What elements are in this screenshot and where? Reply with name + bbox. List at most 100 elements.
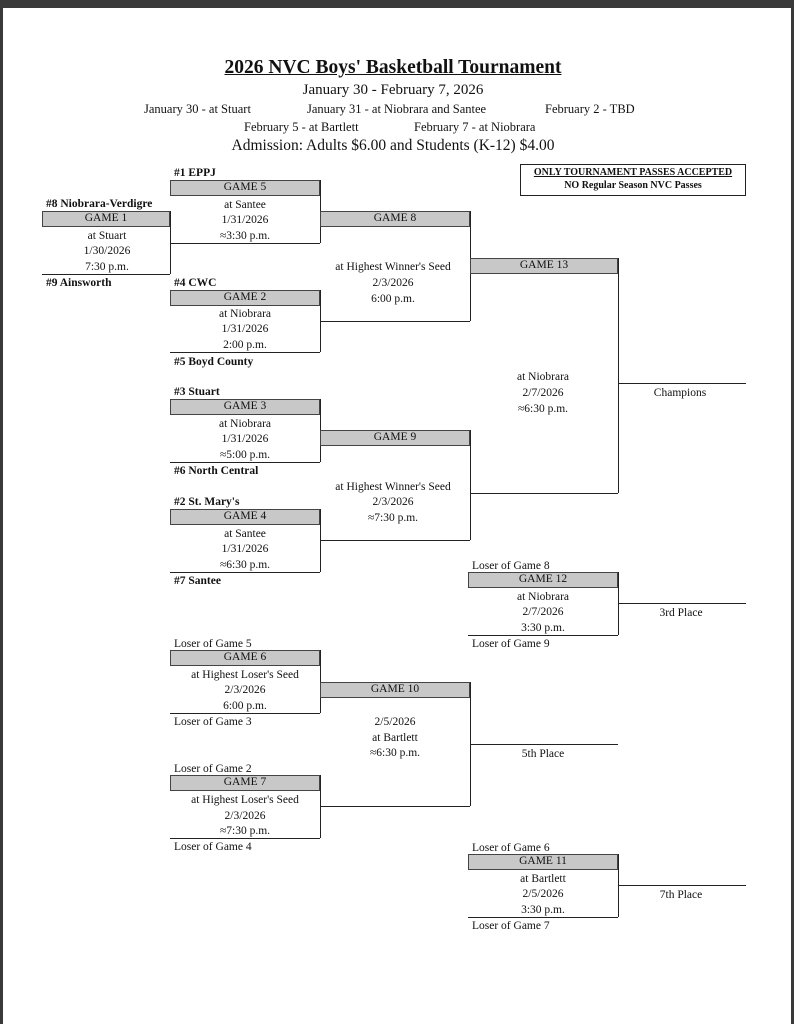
game-7-top-slot: Loser of Game 2 — [174, 763, 252, 775]
game-3-bottom-line — [170, 462, 320, 463]
game-9-date: 2/3/2026 — [372, 496, 414, 508]
game-7-header: GAME 7 — [170, 775, 320, 791]
game-9-site: at Highest Winner's Seed — [335, 481, 451, 493]
game-1-bracket-line — [170, 211, 171, 274]
team-boyd-county: #5 Boyd County — [174, 356, 254, 368]
game-11-bottom-slot: Loser of Game 7 — [472, 920, 550, 932]
team-st-marys: #2 St. Mary's — [174, 496, 240, 508]
game-13-date: 2/7/2026 — [522, 387, 564, 399]
bracket-page: 2026 NVC Boys' Basketball Tournament Jan… — [3, 8, 791, 1024]
game-2-bottom-line — [170, 352, 320, 353]
game-9-header: GAME 9 — [320, 430, 470, 446]
game-4-bottom-line — [170, 572, 320, 573]
game-9-bracket-line — [470, 430, 471, 540]
schedule-feb2: February 2 - TBD — [545, 102, 635, 116]
game-12-time: 3:30 p.m. — [521, 622, 565, 634]
game-10-time: ≈6:30 p.m. — [369, 747, 421, 759]
game-1-time: 7:30 p.m. — [85, 261, 129, 273]
game-7-time: ≈7:30 p.m. — [219, 825, 271, 837]
third-place-label: 3rd Place — [659, 607, 703, 619]
game-6-bottom-line — [170, 713, 320, 714]
game-6-date: 2/3/2026 — [224, 684, 266, 696]
team-niobrara-verdigre: #8 Niobrara-Verdigre — [46, 198, 153, 210]
game-5-date: 1/31/2026 — [221, 214, 269, 226]
pass-notice-line2: NO Regular Season NVC Passes — [564, 180, 702, 191]
game-10-header: GAME 10 — [320, 682, 470, 698]
team-cwc: #4 CWC — [174, 277, 217, 289]
game-10-bottom-line — [320, 806, 470, 807]
game-10-site: at Bartlett — [372, 732, 418, 744]
game-5-time: ≈3:30 p.m. — [219, 230, 271, 242]
seventh-place-label: 7th Place — [659, 889, 703, 901]
game-6-bottom-slot: Loser of Game 3 — [174, 716, 252, 728]
team-stuart: #3 Stuart — [174, 386, 220, 398]
team-ainsworth: #9 Ainsworth — [46, 277, 112, 289]
game-6-time: 6:00 p.m. — [223, 700, 267, 712]
game-12-bottom-slot: Loser of Game 9 — [472, 638, 550, 650]
game-4-time: ≈6:30 p.m. — [219, 559, 271, 571]
game-8-bottom-line — [320, 321, 470, 322]
game-6-header: GAME 6 — [170, 650, 320, 666]
game-6-bracket-line — [320, 650, 321, 713]
tournament-dates: January 30 - February 7, 2026 — [302, 82, 484, 98]
champions-line — [618, 383, 746, 384]
game-1-bottom-line — [42, 274, 170, 275]
third-place-line — [618, 603, 746, 604]
game-2-site: at Niobrara — [218, 308, 272, 320]
game-13-bracket-line — [618, 258, 619, 493]
pass-notice-line1: ONLY TOURNAMENT PASSES ACCEPTED — [533, 167, 733, 178]
team-santee: #7 Santee — [174, 575, 221, 587]
game-11-bottom-line — [468, 917, 618, 918]
game-5-bottom-line — [170, 243, 320, 244]
game-5-header: GAME 5 — [170, 180, 320, 196]
game-3-date: 1/31/2026 — [221, 433, 269, 445]
champions-label: Champions — [653, 387, 707, 399]
game-7-site: at Highest Loser's Seed — [191, 794, 299, 806]
game-12-bottom-line — [468, 635, 618, 636]
game-13-time: ≈6:30 p.m. — [517, 403, 569, 415]
game-13-header: GAME 13 — [470, 258, 618, 274]
game-11-site: at Bartlett — [520, 873, 566, 885]
game-13-site: at Niobrara — [516, 371, 570, 383]
game-11-date: 2/5/2026 — [522, 888, 564, 900]
seventh-place-line — [618, 885, 746, 886]
game-2-date: 1/31/2026 — [221, 323, 269, 335]
game-3-site: at Niobrara — [218, 418, 272, 430]
schedule-jan31: January 31 - at Niobrara and Santee — [307, 102, 487, 116]
game-4-header: GAME 4 — [170, 509, 320, 525]
admission-prices: Admission: Adults $6.00 and Students (K-… — [231, 137, 555, 154]
game-11-top-slot: Loser of Game 6 — [472, 842, 550, 854]
game-8-time: 6:00 p.m. — [371, 293, 415, 305]
team-eppj: #1 EPPJ — [174, 167, 216, 179]
game-2-time: 2:00 p.m. — [223, 339, 267, 351]
game-10-date: 2/5/2026 — [374, 716, 416, 728]
game-1-site: at Stuart — [87, 230, 127, 242]
game-4-site: at Santee — [224, 528, 266, 540]
game-8-date: 2/3/2026 — [372, 277, 414, 289]
game-1-date: 1/30/2026 — [83, 245, 131, 257]
game-9-bottom-line — [320, 540, 470, 541]
game-7-date: 2/3/2026 — [224, 810, 266, 822]
schedule-feb5: February 5 - at Bartlett — [244, 120, 359, 134]
game-12-date: 2/7/2026 — [522, 606, 564, 618]
game-7-bottom-line — [170, 838, 320, 839]
game-12-site: at Niobrara — [516, 591, 570, 603]
game-12-header: GAME 12 — [468, 572, 618, 588]
fifth-place-label: 5th Place — [521, 748, 565, 760]
game-4-date: 1/31/2026 — [221, 543, 269, 555]
game-13-bottom-line — [470, 493, 618, 494]
pass-notice: ONLY TOURNAMENT PASSES ACCEPTED NO Regul… — [520, 164, 746, 196]
schedule-jan30: January 30 - at Stuart — [144, 102, 251, 116]
fifth-place-line — [470, 744, 618, 745]
game-8-header: GAME 8 — [320, 211, 470, 227]
game-5-site: at Santee — [224, 199, 266, 211]
game-6-site: at Highest Loser's Seed — [191, 669, 299, 681]
game-7-bottom-slot: Loser of Game 4 — [174, 841, 252, 853]
game-9-time: ≈7:30 p.m. — [367, 512, 419, 524]
team-north-central: #6 North Central — [174, 465, 259, 477]
game-11-header: GAME 11 — [468, 854, 618, 870]
game-6-top-slot: Loser of Game 5 — [174, 638, 252, 650]
game-12-top-slot: Loser of Game 8 — [472, 560, 550, 572]
schedule-feb7: February 7 - at Niobrara — [414, 120, 536, 134]
game-1-header: GAME 1 — [42, 211, 170, 227]
